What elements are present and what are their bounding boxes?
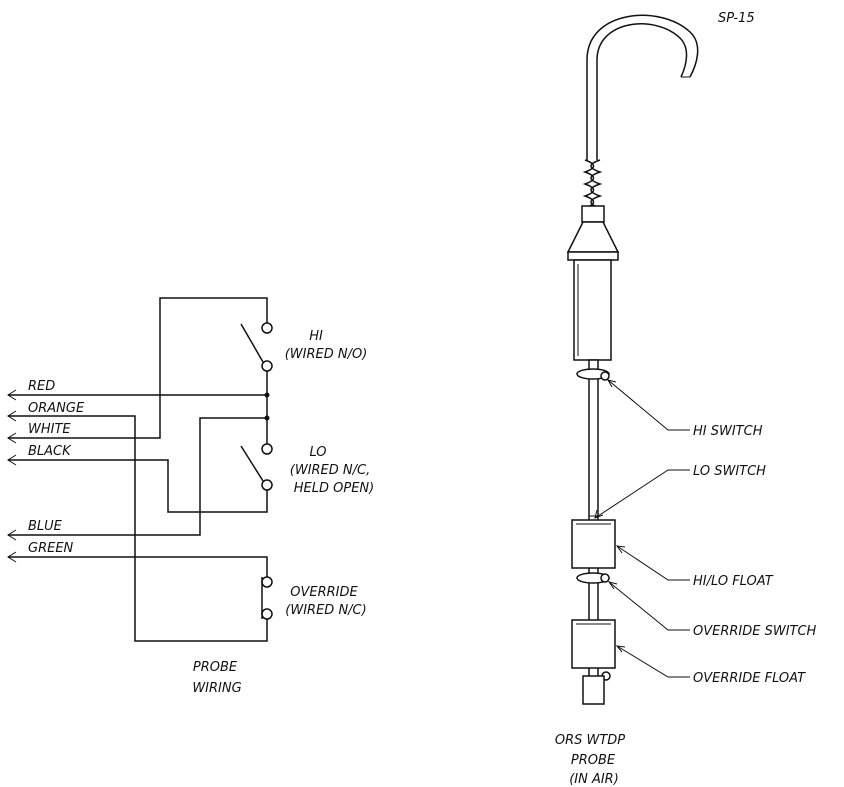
override-switch-note: (WIRED N/C) bbox=[285, 603, 366, 618]
probe-cable bbox=[596, 23, 688, 160]
junction-dot bbox=[264, 392, 270, 398]
probe-wiring-caption: PROBE bbox=[193, 660, 238, 675]
probe-caption: (IN AIR) bbox=[569, 772, 619, 787]
lo-switch-label: LO bbox=[309, 445, 326, 460]
hi-switch-note: (WIRED N/O) bbox=[285, 347, 368, 362]
wire-label-white: WHITE bbox=[28, 422, 71, 437]
wire-label-red: RED bbox=[28, 379, 55, 394]
probe-head bbox=[573, 259, 612, 361]
callout-hi-switch: HI SWITCH bbox=[693, 424, 763, 439]
wire-label-orange: ORANGE bbox=[28, 401, 85, 416]
callout-arrowheads bbox=[594, 379, 626, 653]
probe-fitting bbox=[566, 221, 620, 253]
lo-switch-note: (WIRED N/C, bbox=[290, 463, 370, 478]
wire-black-line bbox=[8, 459, 268, 513]
wire-orange-line bbox=[8, 415, 268, 642]
wire-green-line bbox=[8, 556, 268, 578]
probe-caption: PROBE bbox=[571, 753, 616, 768]
hi-lo-float bbox=[571, 519, 616, 569]
junction-dot bbox=[264, 415, 270, 421]
wire-blue-line bbox=[8, 417, 267, 536]
callout-override-float: OVERRIDE FLOAT bbox=[693, 671, 806, 686]
lo-switch-symbol bbox=[240, 395, 273, 491]
lo-switch-note: HELD OPEN) bbox=[294, 481, 374, 496]
probe-wiring-schematic: RED ORANGE WHITE BLACK BLUE GREEN HI (WI… bbox=[7, 297, 374, 696]
probe-caption: ORS WTDP bbox=[555, 733, 625, 748]
callout-hi-lo-float: HI/LO FLOAT bbox=[693, 574, 774, 589]
probe-illustration: HI SWITCH LO SWITCH HI/LO FLOAT OVERRIDE… bbox=[555, 14, 817, 787]
hi-switch-label: HI bbox=[309, 329, 323, 344]
override-switch-clip bbox=[576, 572, 610, 584]
override-float bbox=[571, 619, 616, 669]
wire-label-blue: BLUE bbox=[28, 519, 63, 534]
probe-wiring-caption: WIRING bbox=[192, 681, 241, 696]
override-switch-label: OVERRIDE bbox=[290, 585, 358, 600]
hi-switch-clip bbox=[576, 368, 610, 381]
callout-leaders bbox=[594, 379, 690, 678]
callout-override-switch: OVERRIDE SWITCH bbox=[693, 624, 817, 639]
override-switch-symbol bbox=[261, 576, 273, 620]
wire-arrowheads bbox=[7, 389, 17, 563]
probe-cable bbox=[586, 14, 699, 160]
probe-tip bbox=[582, 675, 605, 705]
wire-label-green: GREEN bbox=[28, 541, 74, 556]
hi-switch-symbol bbox=[240, 322, 273, 395]
wire-white-line bbox=[8, 297, 268, 439]
drawing-number: SP-15 bbox=[718, 11, 755, 26]
callout-lo-switch: LO SWITCH bbox=[693, 464, 766, 479]
wire-label-black: BLACK bbox=[28, 444, 72, 459]
connector-nut bbox=[581, 205, 605, 223]
